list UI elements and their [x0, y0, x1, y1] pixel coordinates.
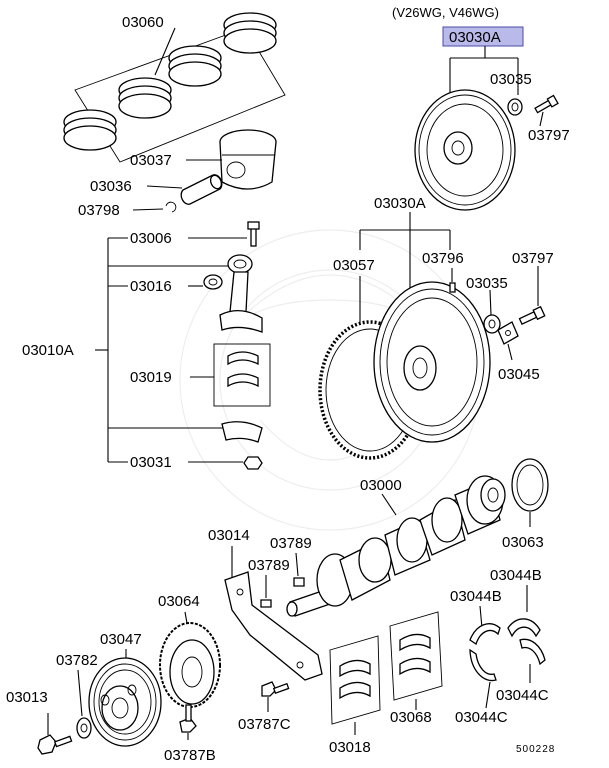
label-03068[interactable]: 03068 [390, 709, 432, 726]
label-03030a-mid[interactable]: 03030A [374, 195, 426, 212]
label-03045[interactable]: 03045 [498, 366, 540, 383]
label-03057[interactable]: 03057 [333, 257, 375, 274]
label-03016[interactable]: 03016 [130, 278, 172, 295]
conrod-bolt[interactable] [247, 221, 260, 247]
label-03044c-a[interactable]: 03044C [455, 709, 508, 726]
label-03035-mid[interactable]: 03035 [466, 275, 508, 292]
conrod-bracket-lines [95, 237, 230, 463]
label-03047[interactable]: 03047 [100, 631, 142, 648]
label-03037[interactable]: 03037 [130, 152, 172, 169]
label-03013[interactable]: 03013 [6, 689, 48, 706]
flywheel-plate[interactable] [497, 321, 519, 345]
piston-pin[interactable] [180, 174, 223, 205]
label-03035-top[interactable]: 03035 [490, 71, 532, 88]
piston-rings-assembly[interactable] [63, 12, 286, 163]
drive-plate-variant[interactable] [414, 89, 516, 211]
label-03018[interactable]: 03018 [329, 739, 371, 756]
main-bearing-thrust[interactable] [389, 611, 443, 701]
ring-set-2 [118, 77, 172, 119]
flywheel[interactable] [373, 281, 491, 443]
crank-sensor-plate[interactable] [159, 622, 221, 708]
label-03030a-top[interactable]: 03030A [449, 29, 501, 46]
woodruff-key-a[interactable] [293, 577, 305, 587]
conrod-nut[interactable] [243, 456, 263, 470]
label-03060[interactable]: 03060 [122, 14, 164, 31]
label-03036[interactable]: 03036 [90, 178, 132, 195]
ring-set-1 [63, 109, 117, 151]
ring-set-3 [168, 45, 222, 87]
label-03000[interactable]: 03000 [360, 477, 402, 494]
label-03031[interactable]: 03031 [130, 454, 172, 471]
label-03019[interactable]: 03019 [130, 369, 172, 386]
conrod-bearing[interactable] [213, 343, 271, 407]
label-03006[interactable]: 03006 [130, 230, 172, 247]
pilot-bearing-mid[interactable] [483, 314, 501, 334]
crankshaft-pulley[interactable] [88, 657, 162, 747]
guide-bolt[interactable] [261, 681, 290, 697]
label-03789-a[interactable]: 03789 [270, 535, 312, 552]
crank-sprocket-guide[interactable] [224, 571, 323, 681]
thrust-washer-1[interactable] [469, 623, 501, 682]
label-03797-mid[interactable]: 03797 [512, 250, 554, 267]
thrust-washer-2[interactable] [507, 618, 546, 666]
label-03796[interactable]: 03796 [422, 250, 464, 267]
label-03014[interactable]: 03014 [208, 527, 250, 544]
label-03798[interactable]: 03798 [78, 202, 120, 219]
flywheel-bolt-top[interactable] [534, 94, 559, 114]
conrod-cap [221, 421, 263, 443]
pulley-bolt[interactable] [37, 734, 73, 755]
label-03063[interactable]: 03063 [502, 534, 544, 551]
label-03010a[interactable]: 03010A [22, 342, 74, 359]
label-03044c-b[interactable]: 03044C [496, 687, 549, 704]
label-03797-top[interactable]: 03797 [528, 127, 570, 144]
label-03782[interactable]: 03782 [56, 652, 98, 669]
label-03787c[interactable]: 03787C [238, 716, 291, 733]
piston[interactable] [219, 129, 277, 190]
variant-note: (V26WG, V46WG) [392, 5, 499, 20]
dowel-pin[interactable] [449, 282, 456, 293]
highlight-box [442, 26, 524, 47]
flywheel-bolt-mid[interactable] [518, 305, 546, 325]
variant-bracket-lines [449, 46, 519, 95]
snap-ring[interactable] [165, 201, 177, 213]
sensor-plate-bolt[interactable] [179, 704, 197, 733]
crankshaft[interactable] [286, 475, 506, 617]
connecting-rod[interactable] [219, 254, 263, 333]
label-03064[interactable]: 03064 [158, 593, 200, 610]
woodruff-key-b[interactable] [260, 599, 272, 608]
rear-oil-seal[interactable] [511, 458, 549, 512]
main-bearing-upper[interactable] [329, 635, 381, 725]
pilot-bearing-top[interactable] [507, 98, 523, 116]
ring-set-4 [223, 12, 277, 54]
label-03044b-b[interactable]: 03044B [450, 588, 502, 605]
label-03787b[interactable]: 03787B [164, 747, 216, 764]
pulley-washer[interactable] [76, 717, 92, 739]
label-03044b-a[interactable]: 03044B [490, 567, 542, 584]
small-end-bushing [203, 274, 223, 290]
label-03789-b[interactable]: 03789 [248, 557, 290, 574]
diagram-number: 500228 [516, 744, 555, 755]
